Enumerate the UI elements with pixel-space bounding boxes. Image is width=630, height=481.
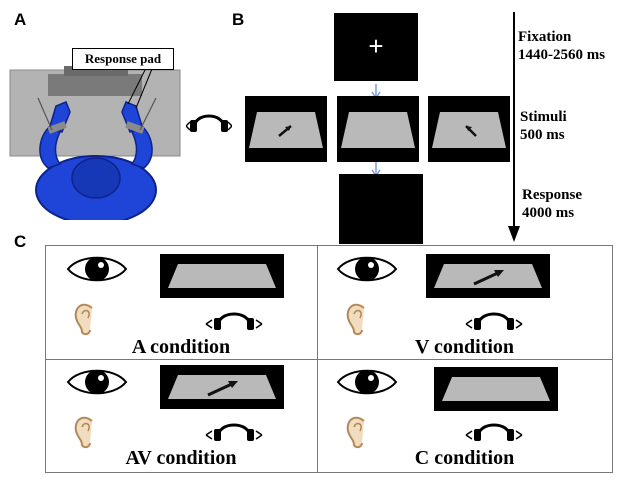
condition-label: A condition <box>131 336 231 358</box>
pointer-line-1 <box>127 63 149 105</box>
condition-cell-v: V condition <box>318 246 611 358</box>
ear-icon <box>74 416 93 449</box>
phase-stimuli: Stimuli 500 ms <box>520 108 567 144</box>
phase-stimuli-name: Stimuli <box>520 109 567 125</box>
arrow-icon <box>466 126 472 131</box>
condition-cell-c: C condition <box>318 359 611 471</box>
fixation-screen: + <box>334 13 418 81</box>
phase-response-duration: 4000 ms <box>522 205 575 221</box>
phase-fixation-name: Fixation <box>518 29 572 45</box>
panel-label-b: B <box>232 10 245 29</box>
headphones-icon <box>465 312 523 330</box>
arrow-icon <box>494 270 504 277</box>
phase-response: Response 4000 ms <box>522 186 582 222</box>
panel-label-a: A <box>14 10 27 29</box>
condition-label: V condition <box>414 336 515 358</box>
participant-setup-illustration <box>9 63 181 220</box>
response-pad <box>48 74 142 96</box>
arrow-icon <box>228 381 238 388</box>
condition-cell-a: A condition <box>46 246 316 358</box>
left-arm <box>39 125 62 169</box>
response-pad-top <box>64 66 128 76</box>
eye-icon <box>336 256 398 282</box>
right-wristband <box>125 121 145 134</box>
timeline-axis <box>508 12 520 242</box>
left-wristband <box>47 121 67 134</box>
stimulus-screen-left <box>245 96 327 162</box>
eye-icon <box>336 369 398 395</box>
cable-left <box>37 97 53 131</box>
headphones-icon <box>186 114 232 132</box>
headphones-icon <box>205 423 263 441</box>
condition-label: AV condition <box>125 447 237 469</box>
phase-stimuli-duration: 500 ms <box>520 127 565 143</box>
grid-divider-horizontal <box>46 359 612 360</box>
stimulus-screen-right <box>428 96 510 162</box>
fixation-cross: + <box>368 31 384 61</box>
ear-icon <box>74 303 93 336</box>
condition-screen-av <box>160 365 284 409</box>
right-arm <box>130 125 153 169</box>
conditions-grid <box>45 245 613 473</box>
ear-icon <box>346 416 365 449</box>
condition-screen-v <box>426 254 550 298</box>
phase-fixation-duration: 1440-2560 ms <box>518 47 606 63</box>
eye-icon <box>66 369 128 395</box>
stimulus-screen-center <box>337 96 419 162</box>
condition-label: C condition <box>414 447 515 469</box>
ear-icon <box>346 303 365 336</box>
eye-icon <box>66 256 128 282</box>
condition-cell-av: AV condition <box>46 359 316 471</box>
phase-fixation: Fixation 1440-2560 ms <box>518 28 605 64</box>
panel-label-c: C <box>14 232 27 251</box>
head <box>71 157 121 199</box>
arrow-icon <box>285 126 291 131</box>
pointer-line-2 <box>135 63 155 109</box>
condition-screen-a <box>160 254 284 298</box>
response-screen <box>339 174 423 244</box>
response-pad-label: Response pad <box>72 48 174 70</box>
headphones-icon <box>205 312 263 330</box>
headphones-icon <box>465 423 523 441</box>
condition-screen-c <box>434 367 558 411</box>
phase-response-name: Response <box>522 187 583 203</box>
cable-right <box>139 97 157 131</box>
